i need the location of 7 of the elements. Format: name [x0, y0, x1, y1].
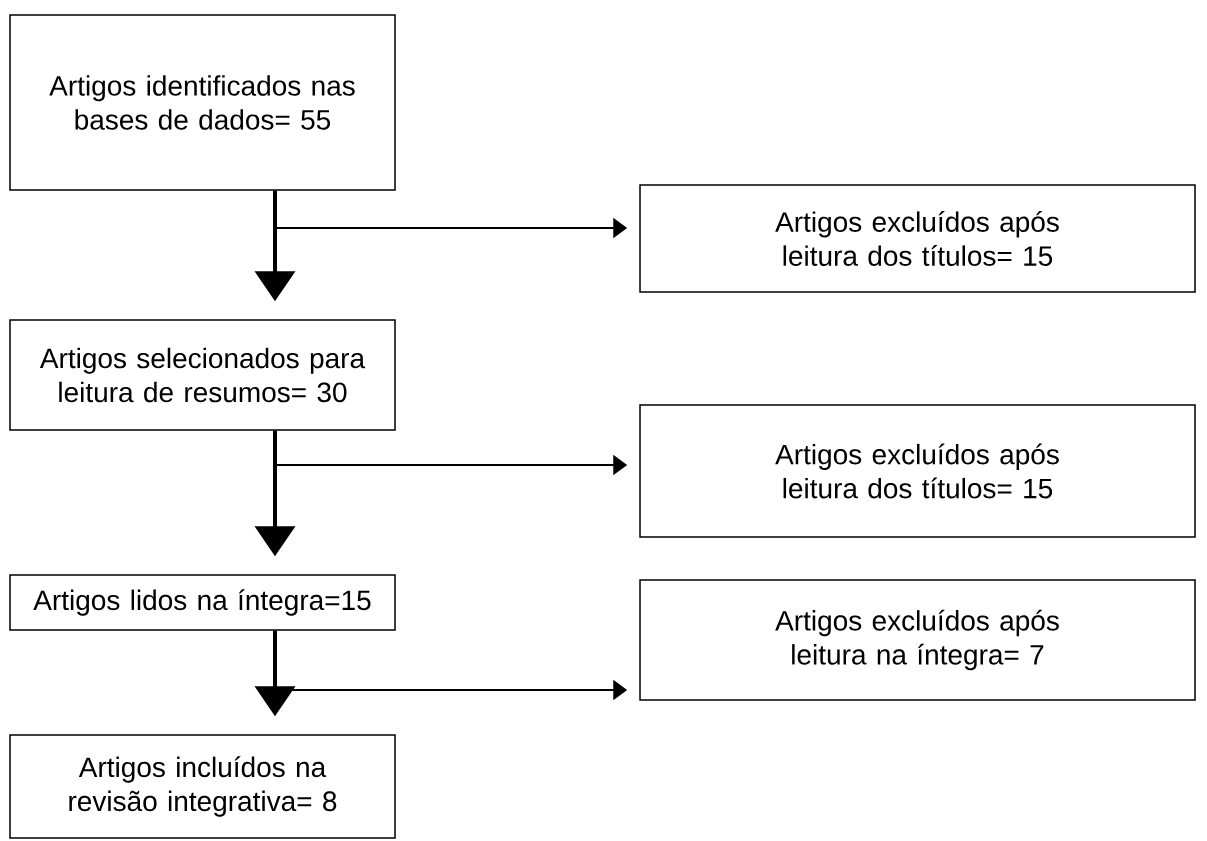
process-box: Artigos excluídos após leitura dos títulos= 15 [639, 184, 1196, 293]
process-box: Artigos excluídos após leitura na íntegra= 7 [639, 579, 1196, 701]
process-box: Artigos lidos na íntegra=15 [9, 574, 396, 631]
process-box: Artigos identificados nas bases de dados= 55 [9, 14, 396, 191]
process-box: Artigos excluídos após leitura dos títulos= 15 [639, 404, 1196, 538]
process-box: Artigos incluídos na revisão integrativa= 8 [9, 734, 396, 839]
process-box: Artigos selecionados para leitura de resumos= 30 [9, 319, 396, 431]
